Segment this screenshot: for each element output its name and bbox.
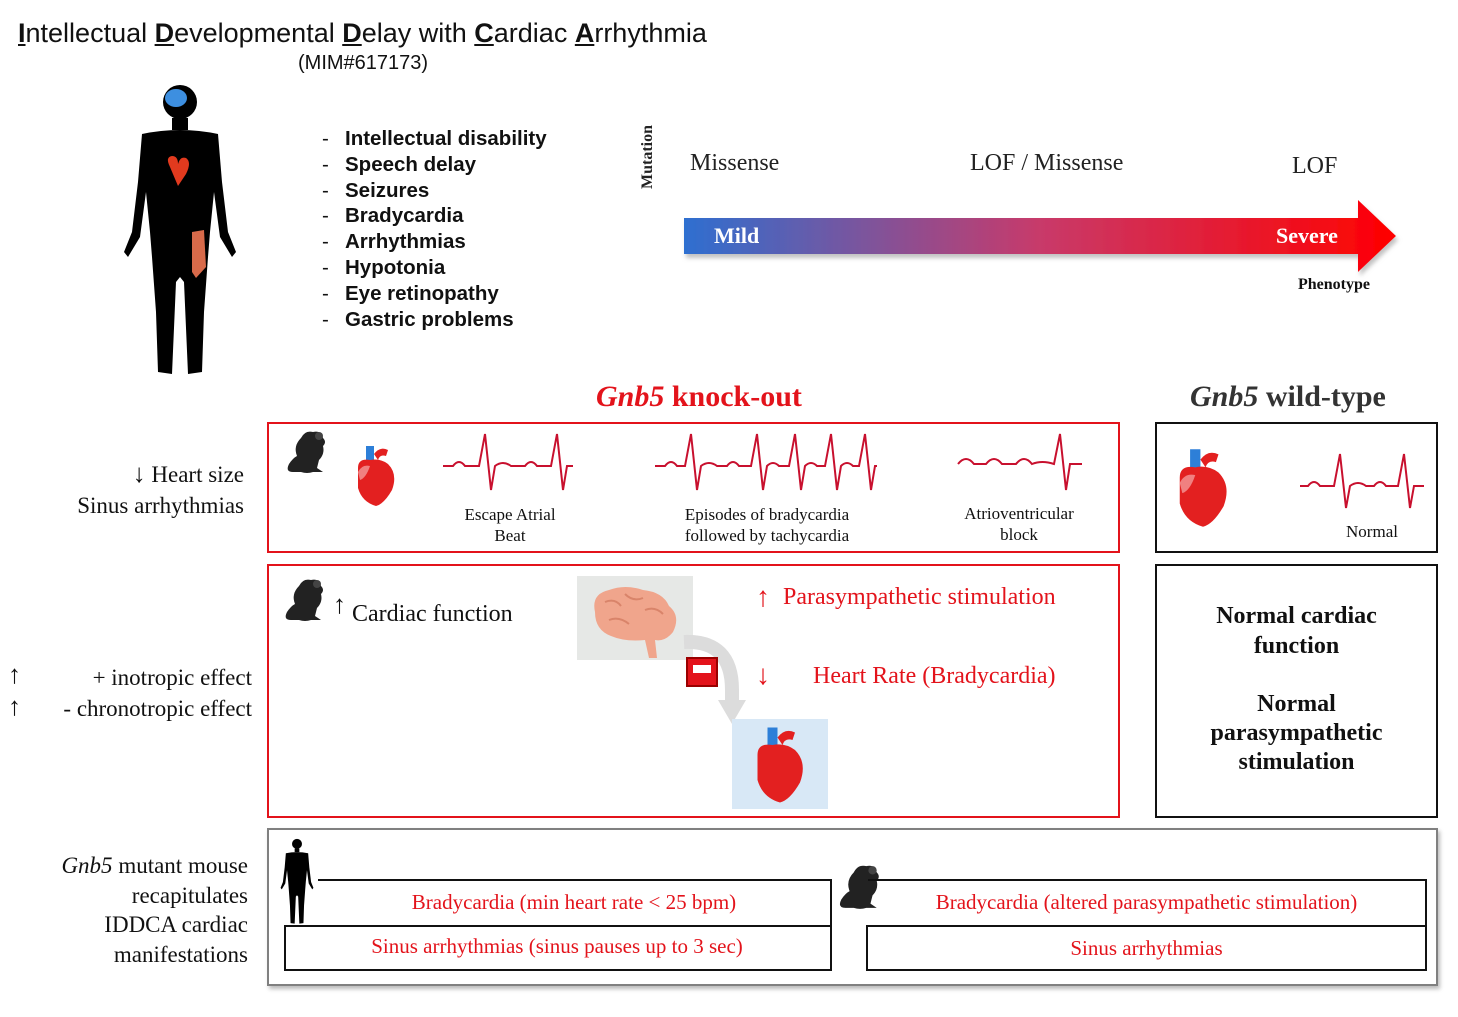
heart-icon	[757, 727, 803, 803]
up-arrow-icon: ↑	[8, 660, 21, 689]
curved-arrow	[683, 634, 746, 724]
knockout-heading: Gnb5 knock-out	[596, 380, 802, 413]
brain-image	[577, 576, 693, 660]
cardiac-function-label: Cardiac function	[352, 601, 513, 627]
title-initial: A	[574, 18, 595, 48]
symptom-item: -Gastric problems	[322, 307, 514, 331]
mutation-axis-label: Mutation	[639, 125, 656, 189]
heart-size-label: ↓ Heart size	[132, 459, 244, 488]
human-sinus-bar: Sinus arrhythmias (sinus pauses up to 3 …	[284, 925, 832, 971]
inotropic-effect-label: + inotropic effect	[92, 665, 252, 690]
title-initial: D	[342, 18, 362, 48]
mouse-icon	[287, 431, 325, 473]
heart-rate-label: Heart Rate (Bradycardia)	[813, 663, 1056, 689]
symptom-item: -Speech delay	[322, 152, 477, 176]
symptom-item: -Eye retinopathy	[322, 281, 499, 305]
symptom-item: -Intellectual disability	[322, 127, 547, 150]
symptom-list: -Intellectual disability -Speech delay -…	[322, 126, 547, 332]
mim-number: (MIM#617173)	[298, 52, 429, 74]
up-arrow-icon: ↑	[333, 590, 346, 619]
human-body-icon	[124, 85, 236, 374]
brain-icon	[594, 587, 677, 658]
title-fragment: ardiac	[493, 18, 575, 48]
symptom-item: -Seizures	[322, 178, 430, 202]
severity-gradient-arrow	[684, 200, 1396, 272]
mouse-bradycardia-bar: Bradycardia (altered parasympathetic sti…	[868, 879, 1427, 925]
bar-divider	[284, 925, 832, 927]
signal-block-icon	[686, 657, 718, 687]
sinus-arrhythmias-label: Sinus arrhythmias	[77, 493, 244, 518]
ecg-normal	[1300, 453, 1424, 509]
ecg-normal-label: Normal	[1346, 522, 1398, 541]
symptom-item: -Bradycardia	[322, 204, 464, 228]
title-fragment: ntellectual	[25, 18, 155, 48]
heart-image	[732, 719, 828, 809]
severity-low-label: Mild	[714, 223, 760, 248]
mouse-icon	[285, 579, 323, 621]
wildtype-ecg-box	[1155, 422, 1438, 553]
title-fragment: elay with	[361, 18, 475, 48]
knockout-function-box	[267, 564, 1120, 818]
symptom-item: -Arrhythmias	[322, 230, 466, 254]
up-arrow-icon: ↑	[756, 582, 770, 613]
knockout-ecg-box	[267, 422, 1120, 553]
chronotropic-effect-label: - chronotropic effect	[63, 696, 252, 721]
wildtype-function-box	[1155, 564, 1438, 818]
mouse-icon	[839, 865, 879, 909]
mutation-type-lof: LOF	[1292, 153, 1338, 179]
ecg-av-block	[957, 433, 1082, 491]
down-arrow-icon: ↓	[756, 660, 770, 691]
title-fragment: rrhythmia	[594, 18, 707, 48]
title-initial: C	[474, 18, 494, 48]
severity-high-label: Severe	[1276, 223, 1338, 248]
up-arrow-icon: ↑	[8, 692, 21, 721]
heart-icon	[1179, 449, 1227, 527]
ecg-escape-atrial-beat	[443, 433, 573, 491]
summary-box	[267, 828, 1438, 986]
ecg-bradycardia-tachycardia	[655, 433, 877, 491]
page-title: Intellectual Developmental Delay with Ca…	[18, 18, 707, 49]
heart-icon	[358, 446, 395, 506]
mutation-type-lof-missense: LOF / Missense	[970, 150, 1124, 176]
title-initial: I	[18, 18, 26, 48]
wildtype-heading: Gnb5 wild-type	[1190, 380, 1386, 413]
title-fragment: evelopmental	[174, 18, 343, 48]
mouse-sinus-bar: Sinus arrhythmias	[866, 925, 1427, 971]
human-body-icon	[280, 838, 314, 924]
bar-divider	[284, 925, 286, 971]
phenotype-label: Phenotype	[1298, 276, 1370, 293]
human-bradycardia-bar: Bradycardia (min heart rate < 25 bpm)	[318, 879, 832, 925]
title-initial: D	[154, 18, 175, 48]
symptom-item: -Hypotonia	[322, 255, 446, 279]
parasympathetic-label: Parasympathetic stimulation	[783, 584, 1056, 610]
summary-lead-text: Gnb5 mutant mouse recapitulates IDDCA ca…	[61, 853, 248, 967]
mutation-type-missense: Missense	[690, 150, 780, 176]
